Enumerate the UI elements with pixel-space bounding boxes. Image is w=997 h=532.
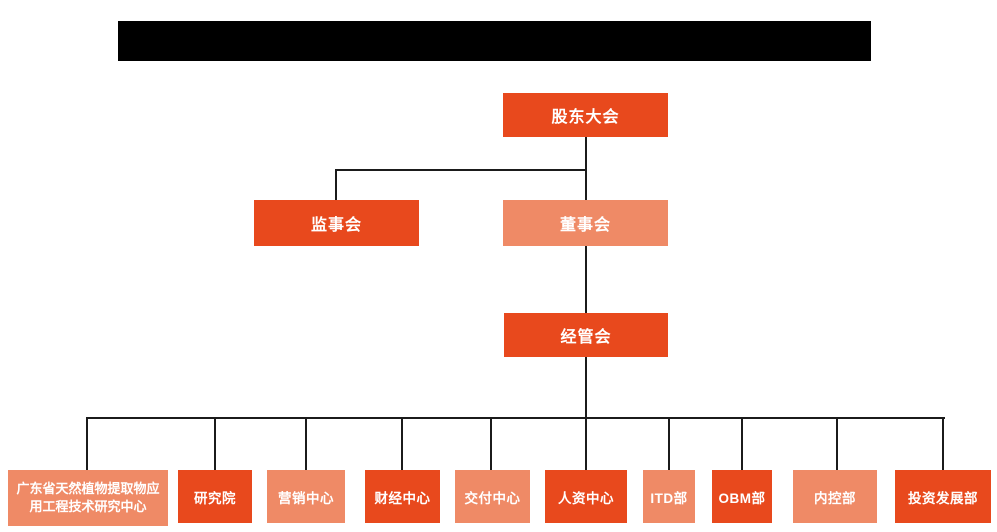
node-label: OBM部 <box>718 490 766 506</box>
connector-rail <box>86 417 945 419</box>
connector-branch-left <box>336 169 587 171</box>
node-management-committee: 经管会 <box>504 313 668 357</box>
connector-drop-3 <box>305 417 307 470</box>
node-dept-investment-development: 投资发展部 <box>895 470 991 523</box>
connector-stem-mid <box>585 246 587 313</box>
node-label: 人资中心 <box>558 490 614 506</box>
connector-drop-7 <box>668 417 670 470</box>
node-label: 财经中心 <box>374 490 431 506</box>
connector-drop-4 <box>401 417 403 470</box>
node-dept-itd: ITD部 <box>643 470 695 523</box>
node-label: 广东省天然植物提取物应用工程技术研究中心 <box>16 480 160 514</box>
node-supervisory-board: 监事会 <box>254 200 419 246</box>
connector-drop-5 <box>490 417 492 470</box>
node-label: 营销中心 <box>278 490 334 506</box>
node-dept-obm: OBM部 <box>712 470 772 523</box>
node-dept-research-center: 广东省天然植物提取物应用工程技术研究中心 <box>8 470 168 526</box>
node-label: 研究院 <box>194 490 236 506</box>
node-label: ITD部 <box>650 490 688 506</box>
node-label: 董事会 <box>559 217 611 234</box>
connector-stem-top <box>585 137 587 200</box>
node-label: 经管会 <box>560 329 612 346</box>
node-dept-internal-control: 内控部 <box>793 470 877 523</box>
node-label: 投资发展部 <box>908 490 978 506</box>
connector-drop-9 <box>836 417 838 470</box>
node-label: 监事会 <box>310 217 362 234</box>
connector-drop-8 <box>741 417 743 470</box>
node-dept-finance-center: 财经中心 <box>365 470 440 523</box>
node-dept-marketing-center: 营销中心 <box>267 470 345 523</box>
node-dept-delivery-center: 交付中心 <box>455 470 530 523</box>
node-dept-research-institute: 研究院 <box>178 470 252 523</box>
connector-drop-1 <box>86 417 88 470</box>
connector-drop-supervisory <box>335 169 337 200</box>
connector-drop-10 <box>942 417 944 470</box>
connector-drop-6 <box>585 417 587 470</box>
node-dept-hr-center: 人资中心 <box>545 470 627 523</box>
connector-stem-low <box>585 357 587 417</box>
node-label: 内控部 <box>814 490 856 506</box>
redacted-title-bar <box>118 21 871 61</box>
connector-drop-2 <box>214 417 216 470</box>
node-label: 股东大会 <box>551 109 620 126</box>
node-shareholders-meeting: 股东大会 <box>503 93 668 137</box>
node-board-of-directors: 董事会 <box>503 200 668 246</box>
node-label: 交付中心 <box>464 490 521 506</box>
